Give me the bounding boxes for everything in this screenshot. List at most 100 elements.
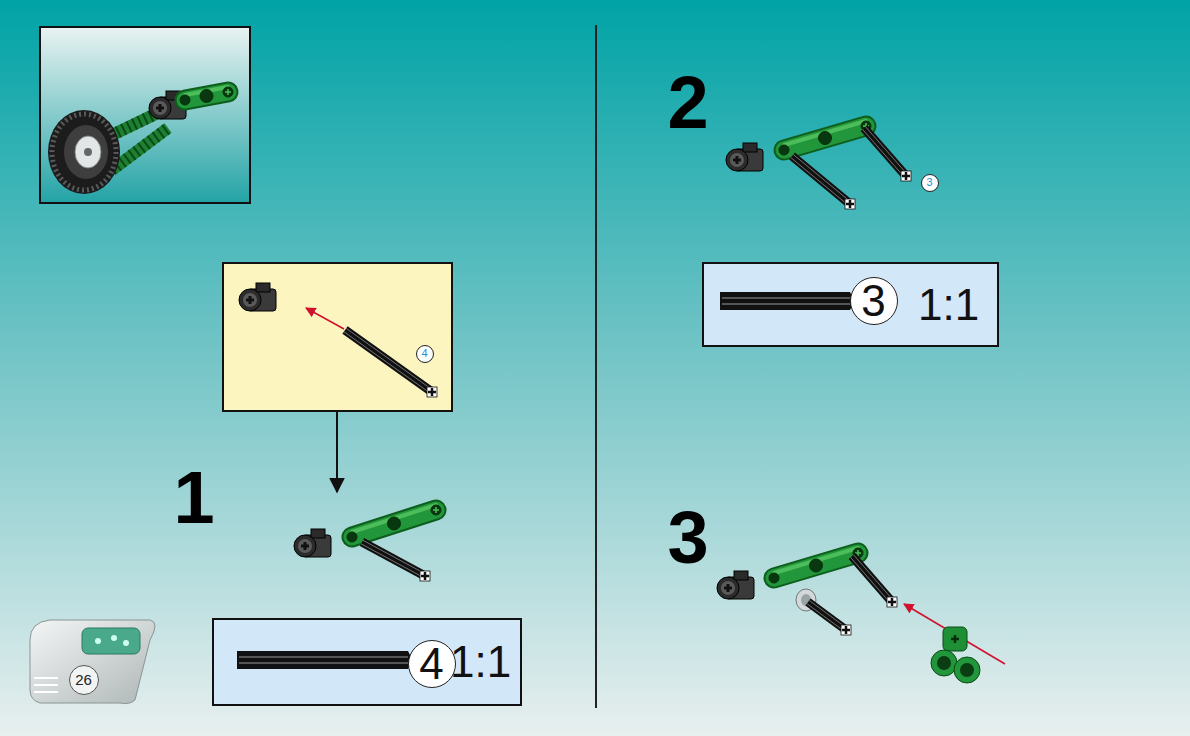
axle-part-icon	[239, 657, 408, 658]
axle-connector	[743, 143, 757, 152]
wheel	[75, 136, 101, 168]
page-badge	[111, 635, 117, 641]
axle-connector	[294, 535, 316, 557]
axle-connector	[730, 153, 744, 167]
liftarm	[779, 121, 871, 155]
axle	[902, 172, 910, 180]
axle-connector	[311, 529, 325, 538]
shock-spring	[112, 128, 168, 170]
page-badge	[34, 684, 58, 686]
axle-connector	[717, 571, 754, 599]
axle	[361, 544, 424, 578]
axle-connector	[239, 283, 276, 311]
pin-connector	[960, 663, 974, 677]
model-preview	[40, 27, 250, 203]
axle-connector	[301, 542, 309, 550]
page-badge	[34, 691, 58, 693]
callout-circle: 4	[416, 345, 434, 363]
axle-connector	[734, 571, 748, 580]
shock-spring	[112, 128, 168, 170]
axle	[421, 572, 429, 580]
callout-number: 3	[926, 177, 932, 188]
page-badge	[30, 620, 155, 704]
page-badge	[34, 677, 58, 679]
liftarm	[347, 532, 357, 542]
axle	[852, 556, 892, 602]
axle	[807, 600, 851, 635]
step-number: 2	[667, 66, 708, 140]
step-number: 3	[667, 501, 708, 575]
flow-arrow	[336, 411, 338, 492]
liftarm	[784, 121, 866, 145]
axle	[842, 626, 850, 634]
axle	[420, 571, 430, 581]
axle	[887, 597, 897, 607]
page-badge	[82, 628, 140, 654]
axle	[864, 128, 906, 176]
pin-connector	[937, 656, 951, 670]
pin-connector	[943, 627, 967, 651]
axle-connector	[733, 156, 741, 164]
wheel	[48, 110, 120, 194]
axle	[791, 154, 855, 209]
axle	[862, 129, 904, 177]
step-3-assembly	[717, 548, 1005, 683]
liftarm	[347, 505, 441, 542]
subassembly-panel	[223, 263, 452, 411]
axle-connector	[239, 289, 261, 311]
axle-part-icon	[237, 651, 411, 669]
liftarm	[433, 507, 439, 513]
axle-part-icon	[239, 663, 408, 664]
axle-part-icon	[722, 298, 850, 299]
axle-connector	[721, 581, 735, 595]
liftarm	[352, 510, 436, 537]
part-scale: 1:1	[918, 283, 979, 327]
axle	[344, 332, 431, 394]
parts-list-box: 1:14	[212, 618, 522, 706]
page-badge	[123, 640, 129, 646]
page-badge	[30, 620, 155, 704]
axle-connector	[149, 97, 171, 119]
callout-circle: 3	[850, 277, 898, 325]
wheel	[84, 148, 92, 156]
axle-connector	[724, 584, 732, 592]
liftarm	[810, 559, 823, 572]
axle	[428, 388, 436, 396]
liftarm	[352, 510, 436, 537]
axle-connector	[726, 149, 748, 171]
pin-connector	[931, 627, 980, 683]
liftarm	[352, 505, 436, 532]
axle-connector	[717, 577, 739, 599]
axle-connector	[256, 283, 270, 292]
axle	[363, 540, 426, 574]
insert-arrow	[306, 308, 344, 329]
liftarm	[180, 95, 190, 105]
liftarm	[769, 573, 779, 583]
axle	[850, 557, 890, 603]
axle	[344, 328, 437, 397]
parts-list-box: 1:1 3	[702, 262, 999, 347]
liftarm	[819, 132, 832, 145]
subassembly-panel	[223, 263, 452, 411]
liftarm	[779, 145, 789, 155]
callout-number: 4	[421, 348, 427, 359]
wheel	[48, 110, 120, 194]
liftarm	[769, 548, 863, 583]
page-badge	[95, 638, 101, 644]
axle	[809, 600, 847, 628]
liftarm	[774, 553, 858, 578]
liftarm	[784, 126, 866, 150]
axle	[791, 158, 849, 206]
axle	[862, 127, 911, 181]
axle-connector	[726, 143, 763, 171]
page-number: 26	[75, 672, 92, 687]
column-divider	[595, 25, 597, 708]
liftarm	[774, 553, 858, 578]
axle	[346, 328, 433, 390]
pin-connector	[931, 650, 957, 676]
axle	[807, 604, 845, 632]
axle	[808, 602, 846, 630]
